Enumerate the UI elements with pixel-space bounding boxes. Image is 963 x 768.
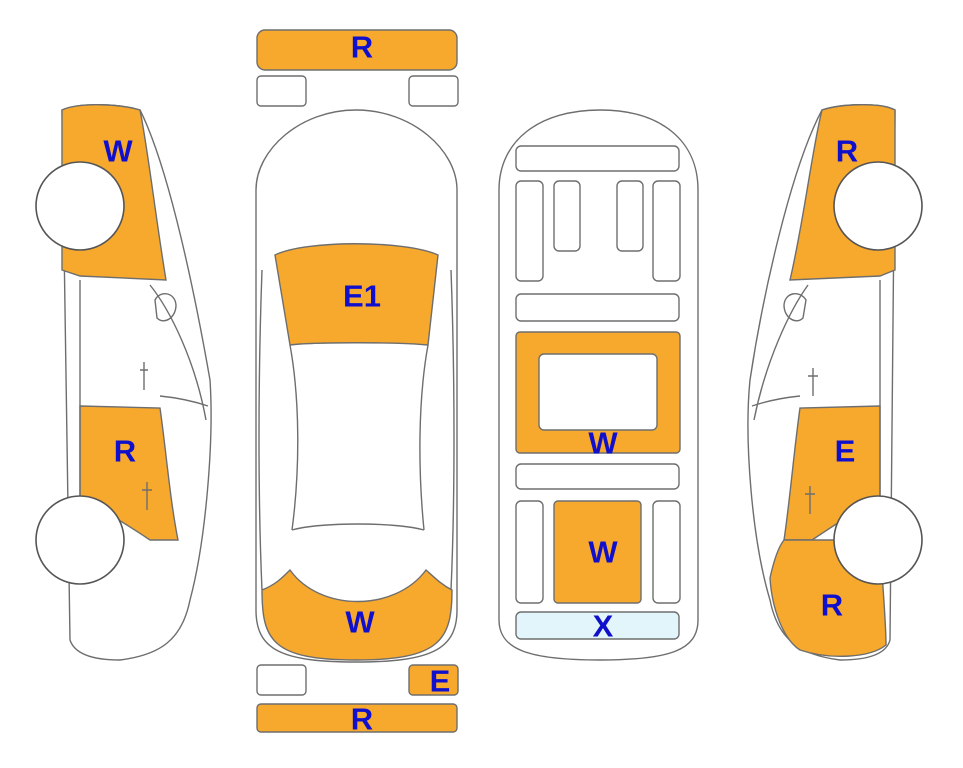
right-rear-door-code: E — [835, 434, 856, 469]
rear-light-left — [256, 664, 307, 696]
right-mirror — [783, 293, 807, 322]
left-handle-rear — [142, 482, 152, 510]
floor-panel — [553, 500, 642, 604]
trunk-code: W — [345, 605, 375, 640]
front-bumper-code: R — [351, 30, 373, 65]
roof-panel-code: W — [588, 426, 618, 461]
left-handle-front — [140, 362, 148, 390]
rear-small-panel-code: E — [430, 664, 451, 699]
interior-front-bar — [515, 145, 680, 172]
left-rear-wheel — [35, 495, 125, 585]
right-front-fender-code: R — [836, 134, 858, 169]
left-side-view: W R — [35, 104, 212, 661]
interior-seat-right — [652, 180, 681, 282]
interior-seat-mid-right — [616, 180, 644, 252]
rear-bumper — [256, 703, 458, 733]
hood-code: E1 — [343, 279, 381, 314]
right-handle-rear — [805, 486, 815, 514]
interior-rear-left — [515, 500, 544, 604]
rear-glass — [515, 611, 680, 640]
right-front-wheel — [833, 161, 923, 251]
roof-panel-window — [538, 353, 658, 431]
interior-bar-2 — [515, 293, 680, 322]
left-mirror — [154, 293, 177, 322]
right-quarter-panel-code: R — [821, 588, 843, 623]
interior-seat-left — [515, 180, 544, 282]
trunk — [261, 568, 453, 661]
interior-seat-mid-left — [553, 180, 581, 252]
left-front-wheel — [35, 161, 125, 251]
right-door-line-mid — [751, 395, 801, 407]
floor-panel-code: W — [588, 535, 618, 570]
side-lines — [258, 269, 455, 591]
front-bumper — [256, 29, 458, 71]
right-rear-wheel — [833, 495, 923, 585]
front-headlight-left — [256, 75, 307, 107]
top-view: R E1 W E R — [255, 29, 459, 737]
front-headlight-right — [408, 75, 459, 107]
right-side-view: R E R — [747, 104, 923, 661]
right-handle-front — [808, 368, 818, 396]
left-door-line-mid — [159, 395, 209, 407]
interior-view: W W X — [498, 109, 699, 661]
left-rear-door-code: R — [114, 434, 136, 469]
rear-glass-code: X — [593, 609, 614, 644]
interior-bar-3 — [515, 463, 680, 490]
rear-small-panel — [408, 664, 459, 696]
left-front-fender-code: W — [103, 134, 133, 169]
hood — [274, 243, 439, 346]
rear-bumper-code: R — [351, 702, 373, 737]
left-window-line — [149, 284, 207, 421]
interior-rear-right — [652, 500, 681, 604]
roof-lines — [289, 344, 429, 531]
